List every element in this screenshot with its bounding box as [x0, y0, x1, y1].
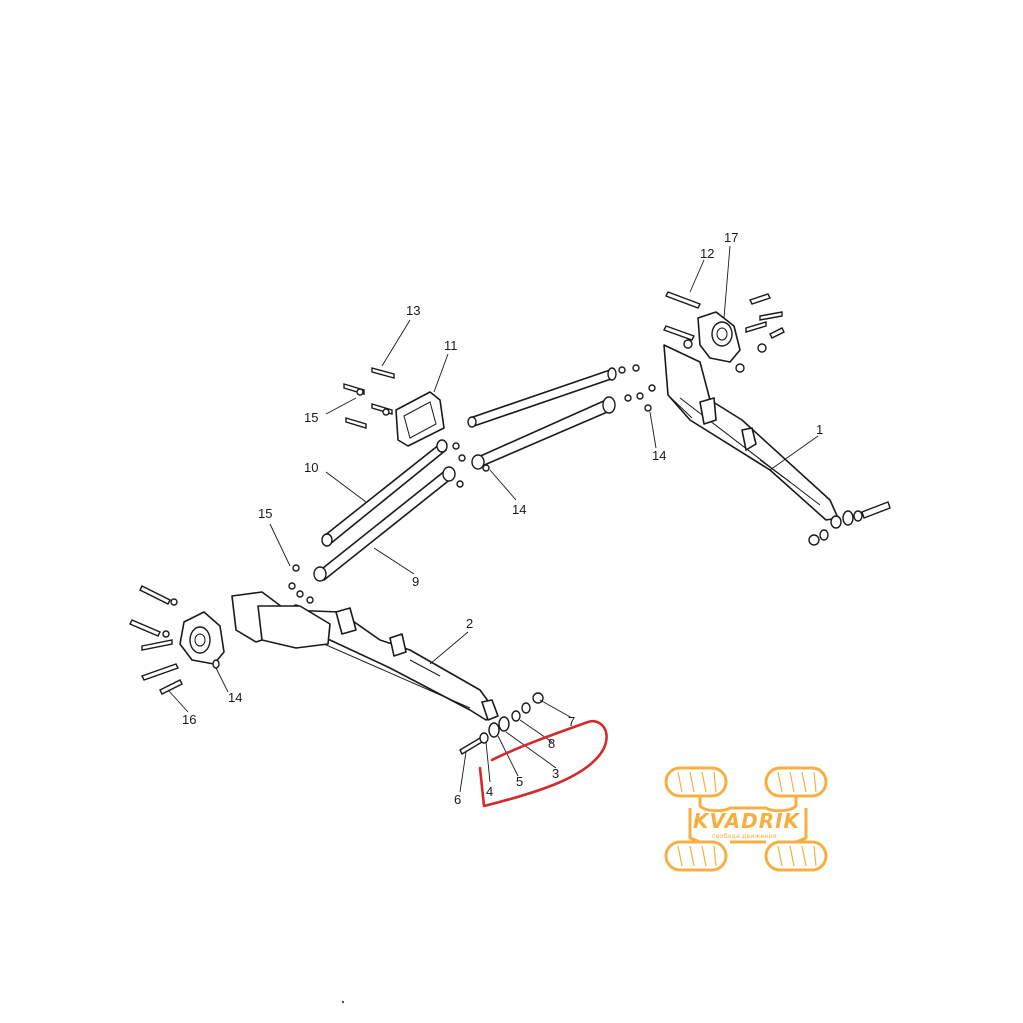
callout-label: 12: [700, 246, 714, 261]
lower-right-link: [471, 396, 616, 470]
callout-label: 15: [304, 410, 318, 425]
bracket-11: [343, 367, 445, 447]
callout-label: 7: [568, 714, 575, 729]
stray-dot: [342, 1001, 344, 1003]
callout-label: 6: [454, 792, 461, 807]
tyre-icon: [764, 840, 828, 872]
arm-end-stack: [459, 692, 544, 755]
tyre-icon: [664, 840, 728, 872]
tyre-icon: [764, 766, 828, 798]
brand-name: KVADRIK: [693, 809, 801, 833]
callout-label: 14: [228, 690, 242, 705]
right-knuckle: [663, 291, 785, 373]
callout-label: 10: [304, 460, 318, 475]
vehicle-outline: [688, 796, 808, 844]
tyre-icon: [664, 766, 728, 798]
brand-tagline: свобода движения: [712, 832, 777, 840]
link-10: [321, 439, 448, 547]
callout-label: 3: [552, 766, 559, 781]
highlight-marker: [478, 719, 608, 808]
callout-label: 1: [816, 422, 823, 437]
callout-label: 13: [406, 303, 420, 318]
callout-label: 5: [516, 774, 523, 789]
callout-label: 11: [444, 338, 458, 353]
upper-right-link: [467, 367, 617, 428]
callout-label: 16: [182, 712, 196, 727]
callout-labels: 17 12 13 11 15 14 1 10 14 15 9 2 14 16 7…: [182, 230, 823, 807]
link-9: [313, 466, 456, 582]
callout-label: 8: [548, 736, 555, 751]
callout-label: 17: [724, 230, 738, 245]
right-trailing-arm: [663, 344, 891, 546]
callout-label: 14: [512, 502, 526, 517]
callout-label: 14: [652, 448, 666, 463]
callout-label: 9: [412, 574, 419, 589]
callout-label: 4: [486, 784, 493, 799]
callout-label: 2: [466, 616, 473, 631]
callout-label: 15: [258, 506, 272, 521]
arm-end-hardware: [808, 501, 891, 546]
leader-lines: [167, 245, 819, 793]
left-knuckle: [129, 585, 225, 695]
left-trailing-arm: [231, 591, 499, 721]
kvadrik-logo: KVADRIK свобода движения: [664, 766, 828, 872]
